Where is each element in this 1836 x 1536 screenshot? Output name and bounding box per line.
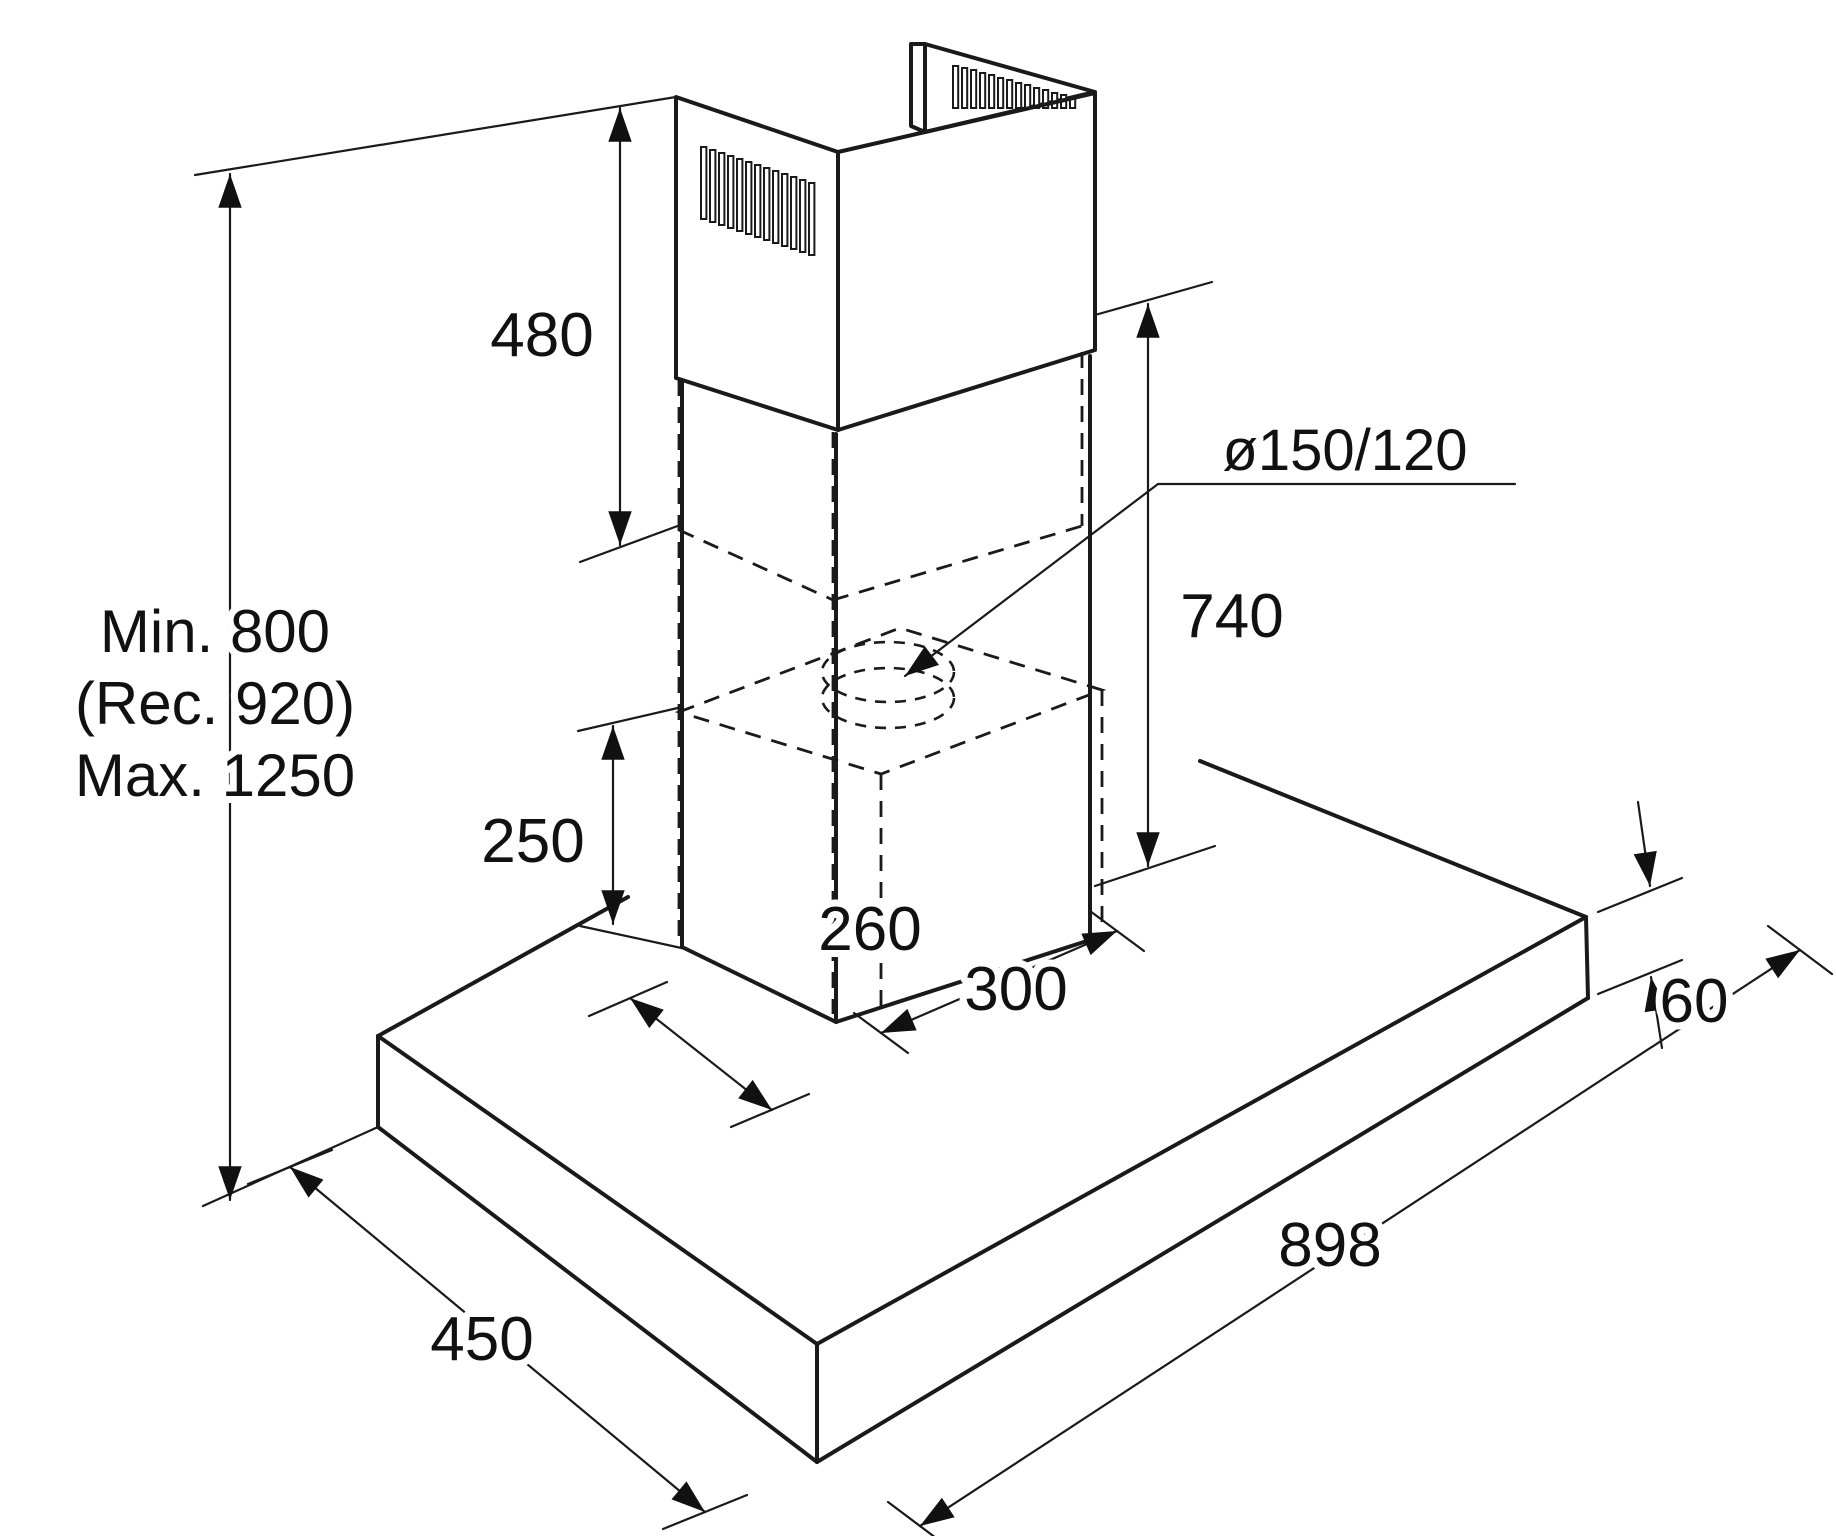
label-duct-diameter: ø150/120 [1222,418,1467,483]
label-300: 300 [964,955,1067,1024]
dim-260-line [628,996,774,1112]
vent-grille-front [700,146,816,256]
label-250: 250 [481,807,584,876]
hidden-inner-duct [677,352,1084,1014]
label-mount-min: Min. 800 [100,598,330,665]
dimension-labels: 480 Min. 800 (Rec. 920) Max. 1250 250 26… [68,294,1736,1381]
duct-leader-arrow [903,482,1160,678]
dimension-lines [218,106,1802,1528]
dim-60-arrow-top [1633,800,1657,888]
label-mount-max: Max. 1250 [75,742,355,809]
dim-60-arrow-bottom [1644,975,1668,1050]
label-mount-rec: (Rec. 920) [75,670,355,737]
label-480: 480 [490,301,593,370]
label-450: 450 [430,1305,533,1374]
label-60: 60 [1660,967,1729,1036]
label-260: 260 [818,895,921,964]
dim-898-line [918,948,1802,1528]
chimney-upper-cover [674,91,1097,432]
label-898: 898 [1278,1211,1381,1280]
label-740: 740 [1180,582,1283,651]
dim-450-line [288,1165,707,1514]
duct-collar [820,640,956,730]
